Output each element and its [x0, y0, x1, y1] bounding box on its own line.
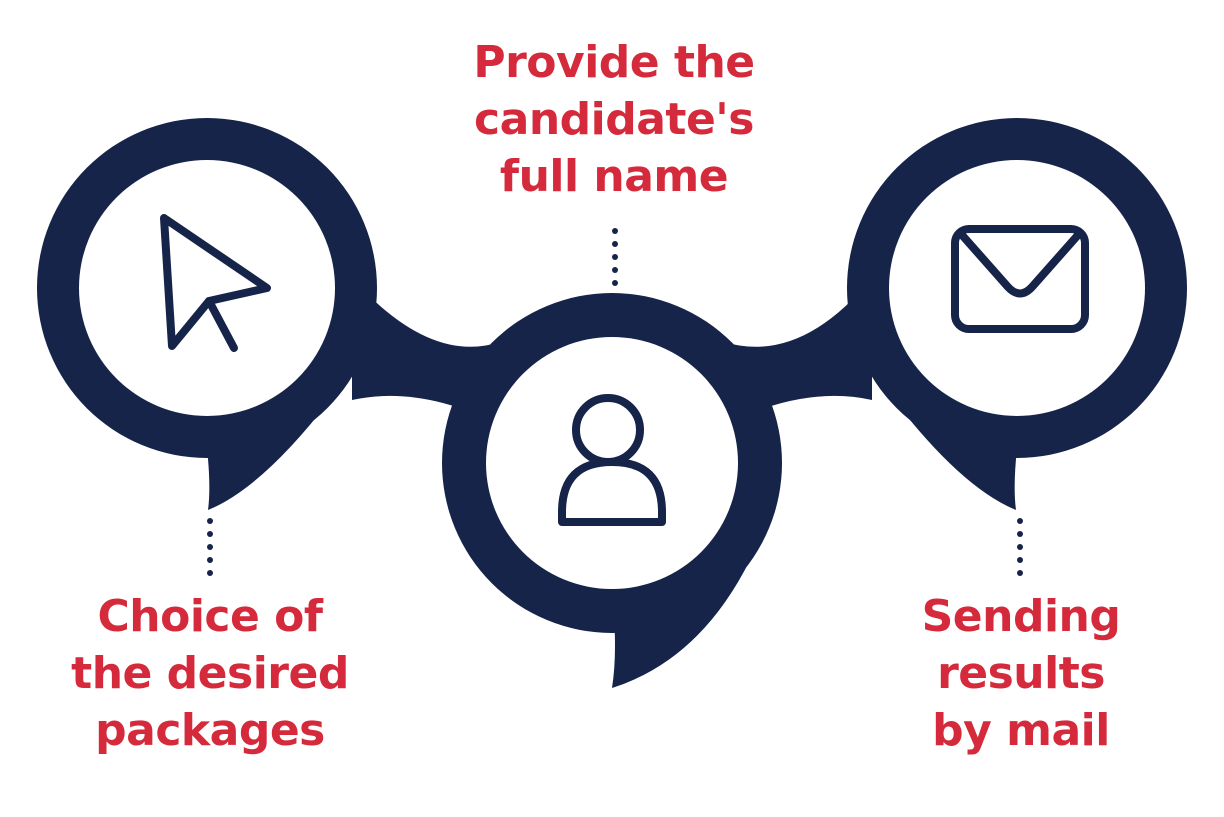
dotted-connector-left	[207, 518, 213, 576]
pin-right	[847, 118, 1187, 510]
dotted-connector-right	[1017, 518, 1023, 576]
step-label-line: Sending	[921, 591, 1121, 642]
step-label-candidate-name: Provide the candidate's full name	[414, 34, 814, 205]
envelope-icon	[951, 225, 1089, 333]
step-label-results-by-mail: Sending results by mail	[840, 588, 1202, 759]
step-label-line: the desired	[71, 648, 349, 699]
pin-center	[442, 293, 782, 688]
dotted-connector-center	[612, 228, 618, 286]
step-label-line: packages	[95, 705, 325, 756]
pin-left	[37, 118, 377, 510]
step-label-line: Provide the	[473, 37, 755, 88]
step-label-choose-packages: Choice of the desired packages	[20, 588, 400, 759]
step-label-line: results	[937, 648, 1105, 699]
step-label-line: Choice of	[97, 591, 323, 642]
user-icon	[558, 394, 666, 526]
step-label-line: candidate's	[474, 94, 754, 145]
cursor-arrow-icon	[160, 214, 271, 352]
step-label-line: full name	[499, 151, 729, 202]
step-label-line: by mail	[932, 705, 1110, 756]
